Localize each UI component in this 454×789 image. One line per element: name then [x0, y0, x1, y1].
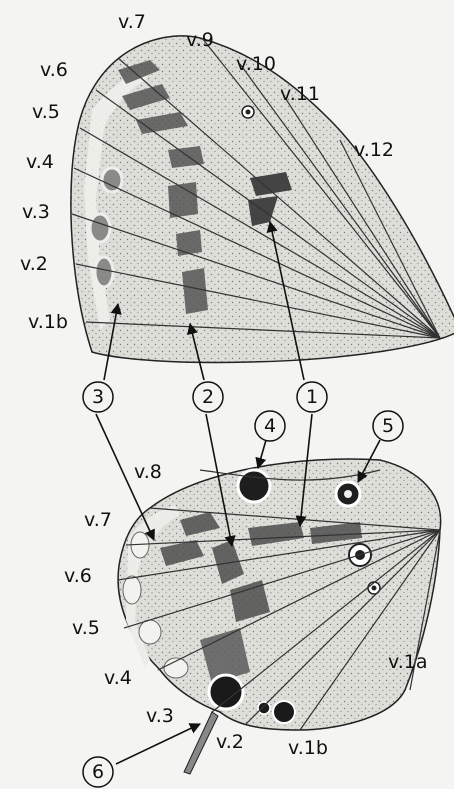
eyespot-anal	[273, 701, 295, 723]
callout-2: 2	[193, 382, 223, 412]
hw-label-v7: v.7	[84, 509, 112, 531]
hw-label-v4: v.4	[104, 667, 132, 689]
svg-text:4: 4	[264, 415, 276, 437]
fw-label-v7: v.7	[118, 11, 146, 33]
fw-label-v11: v.11	[280, 83, 320, 105]
svg-text:6: 6	[92, 761, 104, 783]
fw-label-v6: v.6	[40, 59, 68, 81]
hindwing-tail	[184, 712, 218, 774]
callout-3: 3	[83, 382, 113, 412]
fw-label-v10: v.10	[236, 53, 276, 75]
callout-6: 6	[83, 757, 113, 787]
hw-label-v1a: v.1a	[388, 651, 428, 673]
hindwing-outline	[118, 459, 441, 730]
hw-label-v3: v.3	[146, 705, 174, 727]
callout-5: 5	[373, 411, 403, 441]
fw-label-v1b: v.1b	[28, 311, 68, 333]
fw-label-v12: v.12	[354, 139, 394, 161]
fw-label-v3: v.3	[22, 201, 50, 223]
hw-label-v5: v.5	[72, 617, 100, 639]
hw-label-v1b: v.1b	[288, 737, 328, 759]
eyespot-anal-small	[258, 702, 270, 714]
fw-label-v4: v.4	[26, 151, 54, 173]
hw-label-v8: v.8	[134, 461, 162, 483]
fw-label-v5: v.5	[32, 101, 60, 123]
svg-text:1: 1	[306, 386, 318, 408]
svg-text:5: 5	[382, 415, 394, 437]
eyespot-small-right-pupil	[372, 586, 377, 591]
callout-1: 1	[297, 382, 327, 412]
fw-label-v9: v.9	[186, 29, 214, 51]
fw-label-v2: v.2	[20, 253, 48, 275]
eyespot-4	[238, 470, 270, 502]
forewing	[71, 36, 454, 363]
svg-text:3: 3	[92, 386, 104, 408]
hw-label-v6: v.6	[64, 565, 92, 587]
svg-text:2: 2	[202, 386, 214, 408]
callout-4: 4	[255, 411, 285, 441]
eyespot-5-pupil	[344, 490, 352, 498]
forewing-small-eyespot-pupil	[246, 110, 251, 115]
hw-label-v2: v.2	[216, 731, 244, 753]
